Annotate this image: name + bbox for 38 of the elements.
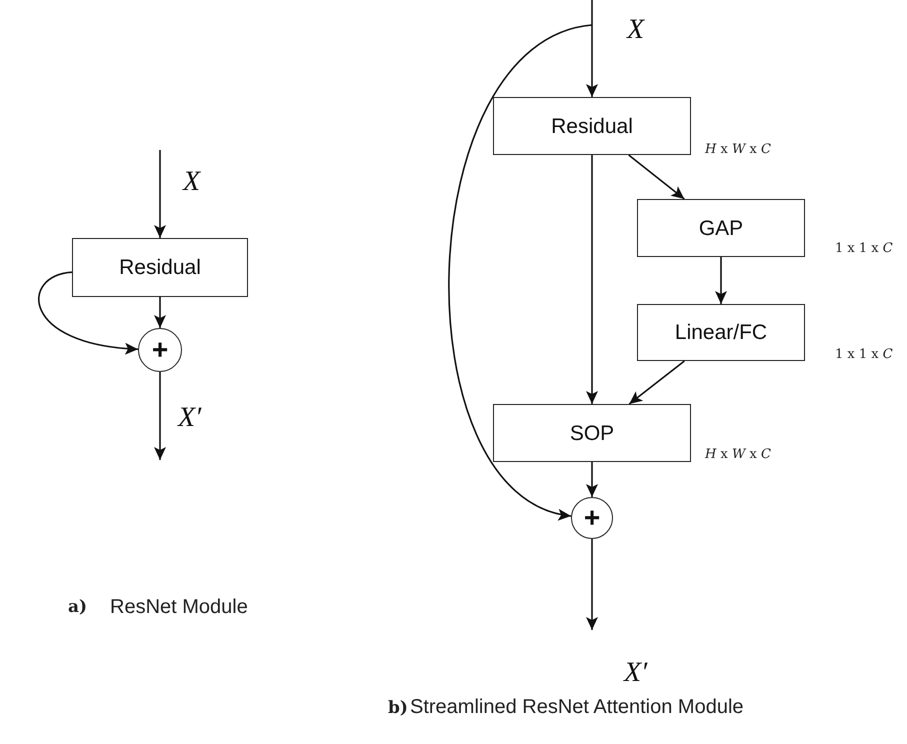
edge-label: X′ — [178, 402, 202, 434]
panel-tag: b) — [388, 698, 408, 718]
sum-circle — [138, 328, 182, 372]
box-label: Linear/FC — [674, 322, 768, 343]
arrow — [586, 462, 598, 497]
arrow — [586, 155, 598, 404]
plus-sign: + — [152, 336, 168, 364]
dimension-label: 1 x 1 x C — [835, 347, 893, 362]
arrow — [628, 154, 685, 200]
dimension-label: H x W x C — [705, 447, 771, 462]
curved-arrow — [448, 24, 592, 518]
box-label: SOP — [570, 422, 614, 444]
arrow — [154, 372, 166, 460]
edge-label: X — [627, 14, 644, 46]
sum-circle — [571, 497, 613, 539]
arrow — [715, 257, 727, 304]
panel-tag: a) — [68, 597, 88, 617]
arrow — [154, 297, 166, 328]
dimension-label: 1 x 1 x C — [835, 241, 893, 256]
edge-label: X′ — [624, 657, 648, 689]
panel-caption: ResNet Module — [110, 596, 248, 619]
dimension-label: H x W x C — [705, 142, 771, 157]
plus-sign: + — [584, 504, 600, 532]
arrow — [628, 360, 685, 405]
process-box — [637, 199, 805, 257]
panel-caption: Streamlined ResNet Attention Module — [410, 696, 744, 719]
edge-label: X — [183, 166, 200, 198]
curved-arrow — [38, 271, 138, 354]
arrow — [154, 150, 166, 238]
arrow — [586, 539, 598, 630]
box-label: Residual — [551, 116, 633, 136]
process-box — [493, 97, 691, 155]
process-box — [637, 304, 805, 361]
process-box — [493, 404, 691, 462]
process-box — [72, 238, 248, 297]
box-label: Residual — [119, 257, 201, 278]
arrow — [586, 0, 598, 97]
box-label: GAP — [698, 218, 744, 238]
